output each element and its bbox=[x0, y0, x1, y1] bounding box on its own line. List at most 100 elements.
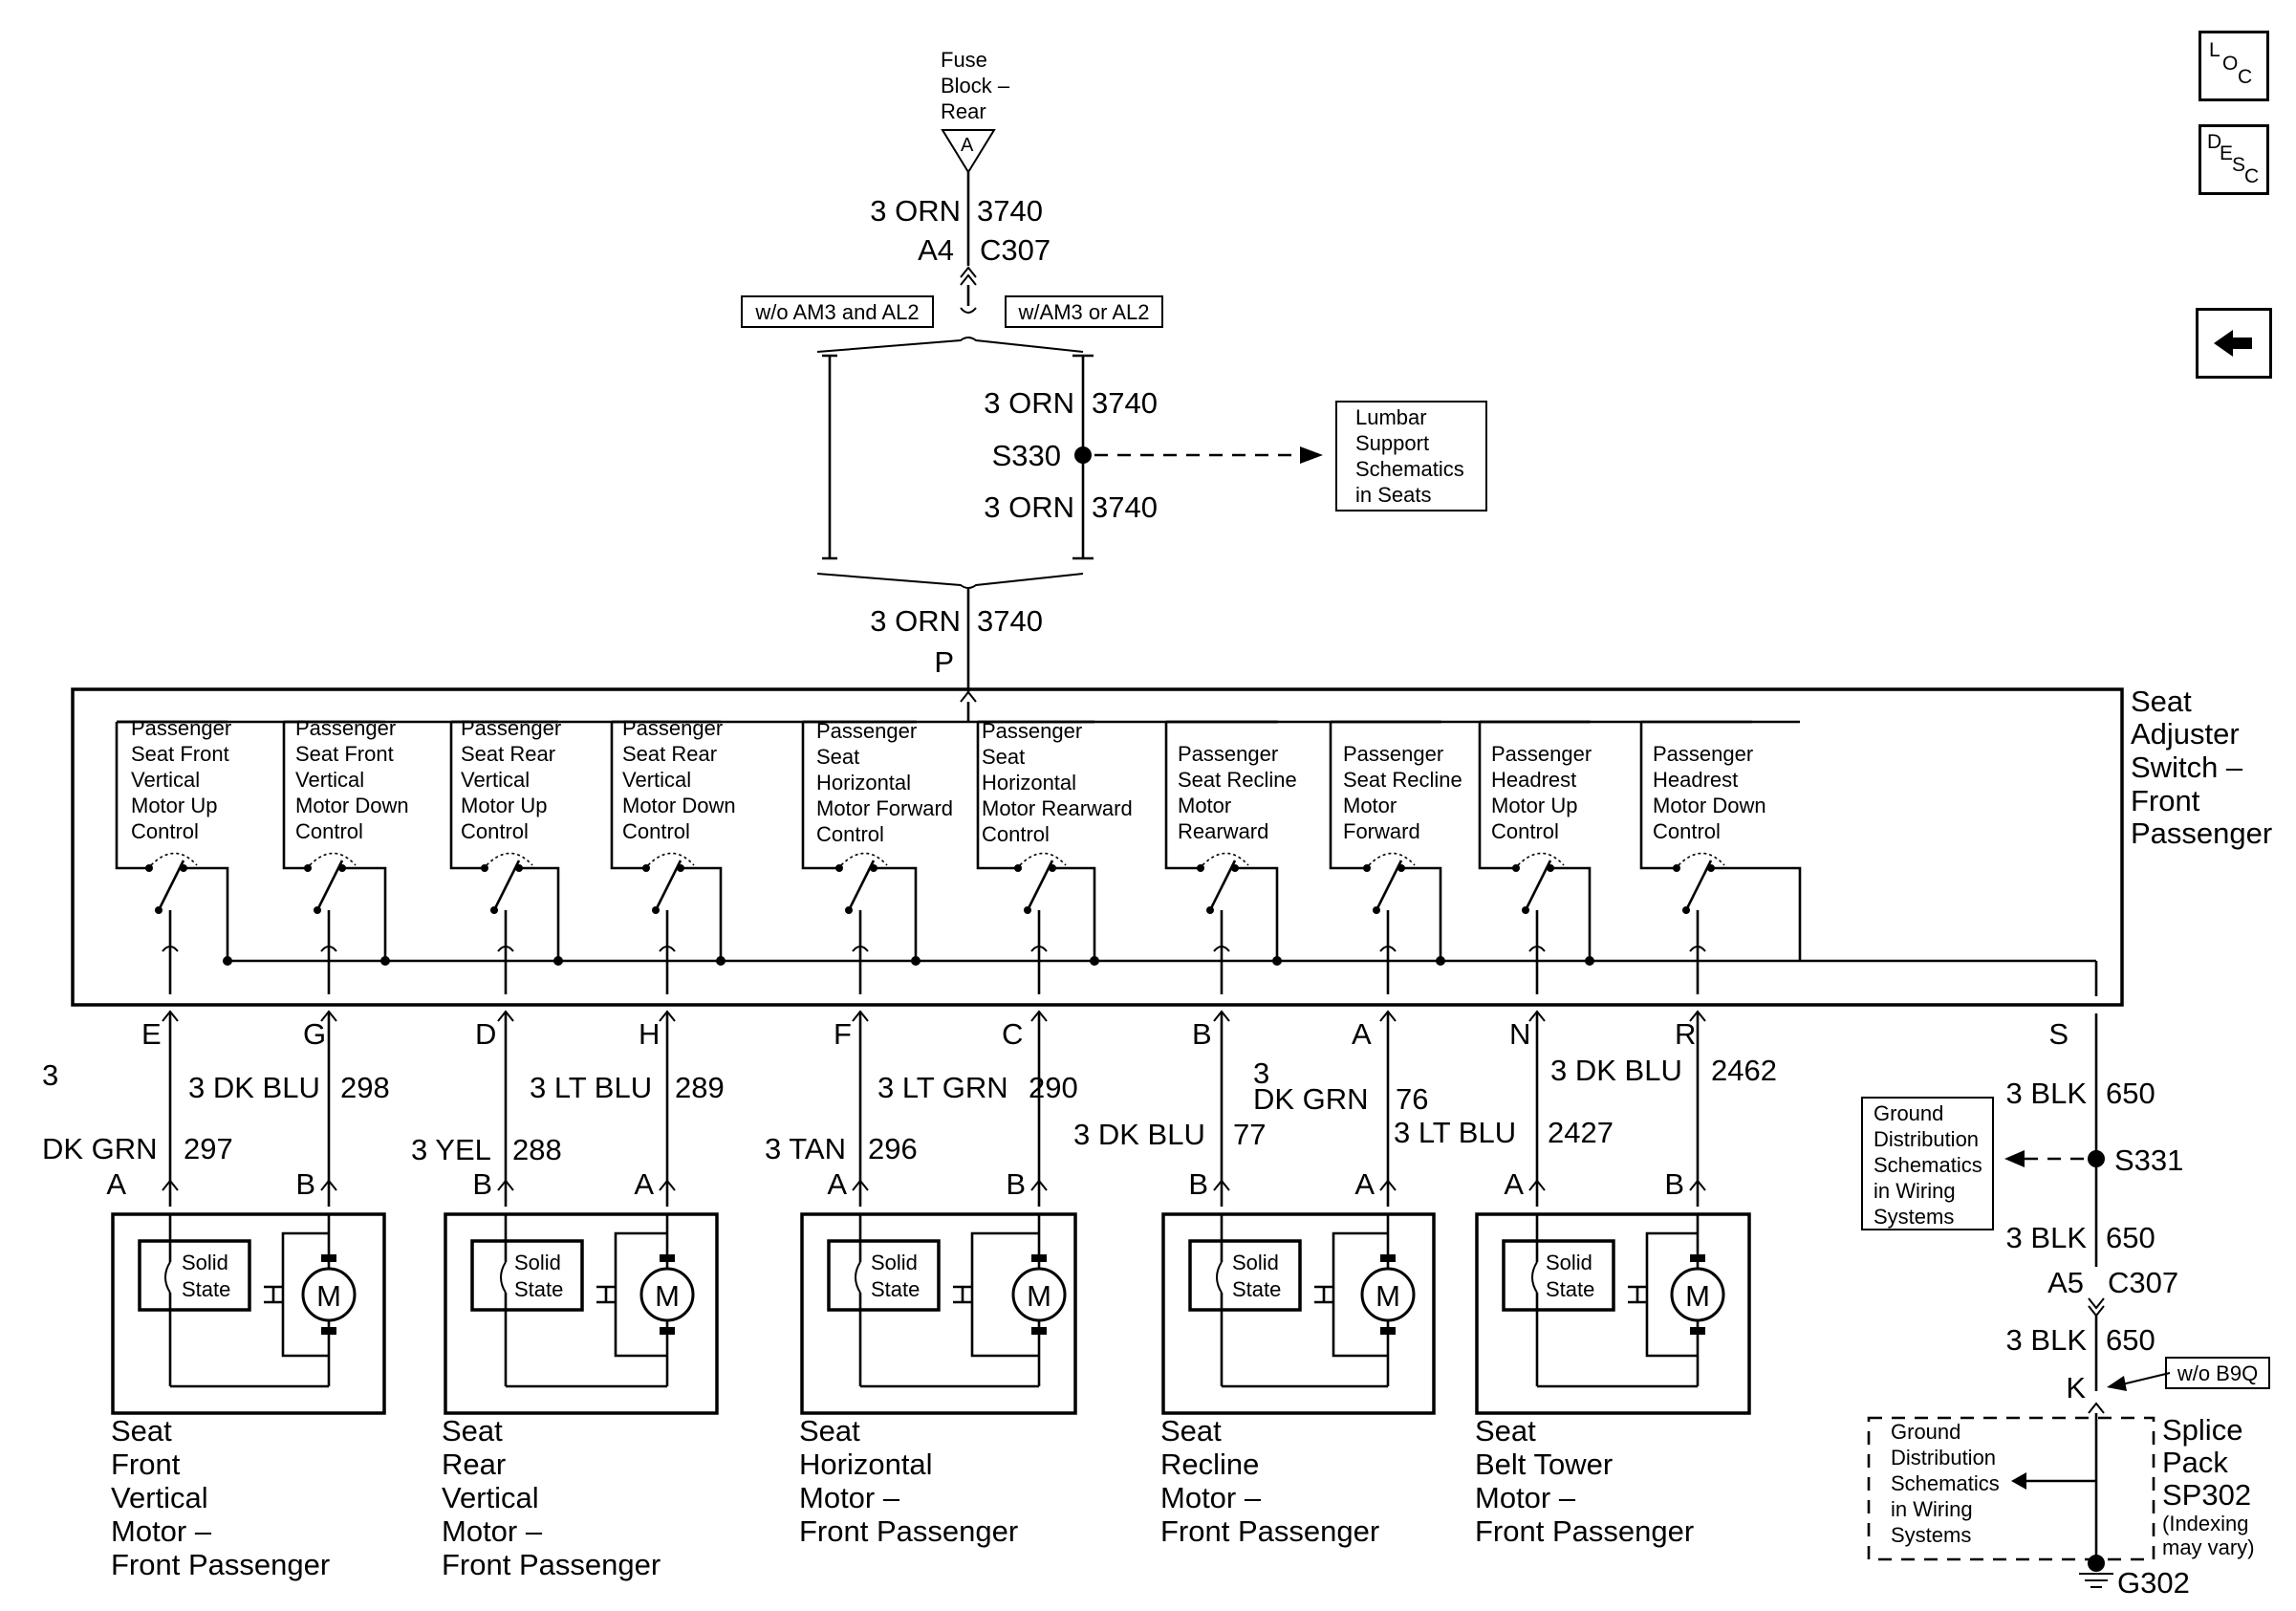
solid-state-label: Solid bbox=[1232, 1251, 1279, 1274]
ground-w1-circuit: 650 bbox=[2106, 1077, 2155, 1110]
control-label-line: Motor bbox=[1343, 794, 1397, 817]
loc-button[interactable]: L O C bbox=[2199, 31, 2269, 101]
wire-label: 298 bbox=[340, 1071, 390, 1104]
sp302-label-2: Pack bbox=[2162, 1446, 2228, 1479]
wire-label: 3 bbox=[42, 1058, 58, 1092]
switch-title-5: Passenger bbox=[2131, 816, 2272, 850]
harness-wire-B: BB bbox=[1188, 1010, 1230, 1207]
wire-label: 3 DK BLU bbox=[188, 1071, 320, 1104]
desc-c: C bbox=[2244, 165, 2260, 187]
svg-text:Schematics: Schematics bbox=[1874, 1153, 1982, 1177]
wire-label: 3 LT BLU bbox=[530, 1071, 652, 1104]
c307-bottom-label: C307 bbox=[2108, 1266, 2178, 1299]
wire-label: 296 bbox=[868, 1132, 918, 1165]
lumbar-ref-box[interactable] bbox=[1335, 401, 1487, 512]
control-label-line: Motor Down bbox=[622, 794, 736, 817]
control-label-line: Control bbox=[1653, 819, 1721, 843]
control-label-line: Seat Front bbox=[131, 742, 229, 766]
pin-label: A bbox=[1352, 1017, 1372, 1051]
switch-title-3: Switch – bbox=[2131, 751, 2243, 784]
control-label-line: Forward bbox=[1343, 819, 1420, 843]
option-right-label: w/AM3 or AL2 bbox=[1018, 300, 1150, 324]
motor-title-line: Motor – bbox=[442, 1514, 543, 1548]
control-label-line: Motor Up bbox=[1491, 794, 1577, 817]
solid-state-label: State bbox=[514, 1277, 563, 1301]
svg-text:Systems: Systems bbox=[1891, 1523, 1971, 1547]
control-label-line: Vertical bbox=[461, 768, 530, 792]
control-label-line: Passenger bbox=[1178, 742, 1278, 766]
motor-title-line: Seat bbox=[111, 1414, 172, 1448]
harness-wire-F: FA bbox=[827, 1010, 869, 1207]
motor-title-line: Recline bbox=[1160, 1448, 1259, 1481]
back-arrow-button[interactable] bbox=[2196, 308, 2272, 379]
control-label-line: Seat Recline bbox=[1178, 768, 1297, 792]
control-label-line: Vertical bbox=[295, 768, 364, 792]
pin-k: K bbox=[2066, 1371, 2086, 1404]
gds-ref-box-1[interactable] bbox=[1861, 1097, 1994, 1230]
wire-3740-b-gauge: 3 ORN bbox=[984, 386, 1074, 420]
solid-state-label: Solid bbox=[514, 1251, 561, 1274]
switch-title-2: Adjuster bbox=[2131, 717, 2240, 751]
loc-c: C bbox=[2238, 66, 2253, 88]
control-label-line: Passenger bbox=[622, 716, 723, 740]
wire-label: 3 bbox=[1253, 1056, 1269, 1090]
motor-pin-label: B bbox=[295, 1167, 315, 1201]
motor-title-line: Seat bbox=[1160, 1414, 1222, 1448]
wire-label: 3 DK BLU bbox=[1073, 1118, 1205, 1151]
svg-text:Systems: Systems bbox=[1874, 1205, 1954, 1229]
control-label-line: Control bbox=[295, 819, 363, 843]
desc-e: E bbox=[2220, 142, 2234, 164]
motor-pin-label: A bbox=[1354, 1167, 1375, 1201]
back-arrow-icon bbox=[2214, 330, 2252, 357]
svg-text:Distribution: Distribution bbox=[1874, 1127, 1979, 1151]
switch-title-4: Front bbox=[2131, 784, 2200, 817]
harness-wire-C: CB bbox=[1002, 1010, 1048, 1207]
harness-wire-G: GB bbox=[295, 1010, 337, 1207]
motor-title-line: Motor – bbox=[1160, 1481, 1262, 1514]
solid-state-label: Solid bbox=[1546, 1251, 1592, 1274]
motor-pin-label: B bbox=[472, 1167, 492, 1201]
motor-symbol: M bbox=[655, 1279, 680, 1313]
control-label-line: Control bbox=[982, 822, 1050, 846]
motor-pin-label: B bbox=[1188, 1167, 1208, 1201]
c307-pin-a4: A4 bbox=[918, 233, 954, 267]
control-label-line: Headrest bbox=[1653, 768, 1738, 792]
motor-title-line: Motor – bbox=[1475, 1481, 1576, 1514]
control-label-line: Motor Rearward bbox=[982, 796, 1133, 820]
motor-symbol: M bbox=[1027, 1279, 1051, 1313]
s330-splice-dot bbox=[1074, 446, 1092, 464]
s331-splice-dot bbox=[2088, 1150, 2105, 1167]
control-label-line: Headrest bbox=[1491, 768, 1576, 792]
pin-label: B bbox=[1192, 1017, 1212, 1051]
switch-title-1: Seat bbox=[2131, 685, 2192, 718]
option-bracket-bottom bbox=[816, 573, 1084, 589]
control-label-line: Passenger bbox=[1491, 742, 1592, 766]
motor-title-line: Rear bbox=[442, 1448, 506, 1481]
option-left-box bbox=[741, 295, 934, 328]
sp302-label-4: (Indexing bbox=[2162, 1512, 2249, 1535]
sp302-label-5: may vary) bbox=[2162, 1535, 2255, 1559]
solid-state-label: State bbox=[871, 1277, 920, 1301]
c307-pin-a5: A5 bbox=[2047, 1266, 2084, 1299]
motor-symbol: M bbox=[1375, 1279, 1400, 1313]
solid-state-label: State bbox=[1232, 1277, 1281, 1301]
harness-wire-A: AA bbox=[1352, 1010, 1397, 1207]
wire-label: 3 LT GRN bbox=[877, 1071, 1008, 1104]
motor-title-line: Vertical bbox=[111, 1481, 208, 1514]
pin-label: F bbox=[834, 1017, 852, 1051]
desc-button[interactable]: D E S C bbox=[2199, 124, 2269, 195]
motor-title-line: Front bbox=[111, 1448, 181, 1481]
svg-text:Ground: Ground bbox=[1891, 1420, 1960, 1444]
c307-connector-symbol bbox=[960, 266, 977, 286]
seat-adjuster-switch-box bbox=[71, 687, 2124, 1007]
wire-label: 3 TAN bbox=[765, 1132, 846, 1165]
svg-text:in Wiring: in Wiring bbox=[1874, 1179, 1956, 1203]
control-label-line: Motor Down bbox=[295, 794, 409, 817]
pin-label: G bbox=[303, 1017, 326, 1051]
